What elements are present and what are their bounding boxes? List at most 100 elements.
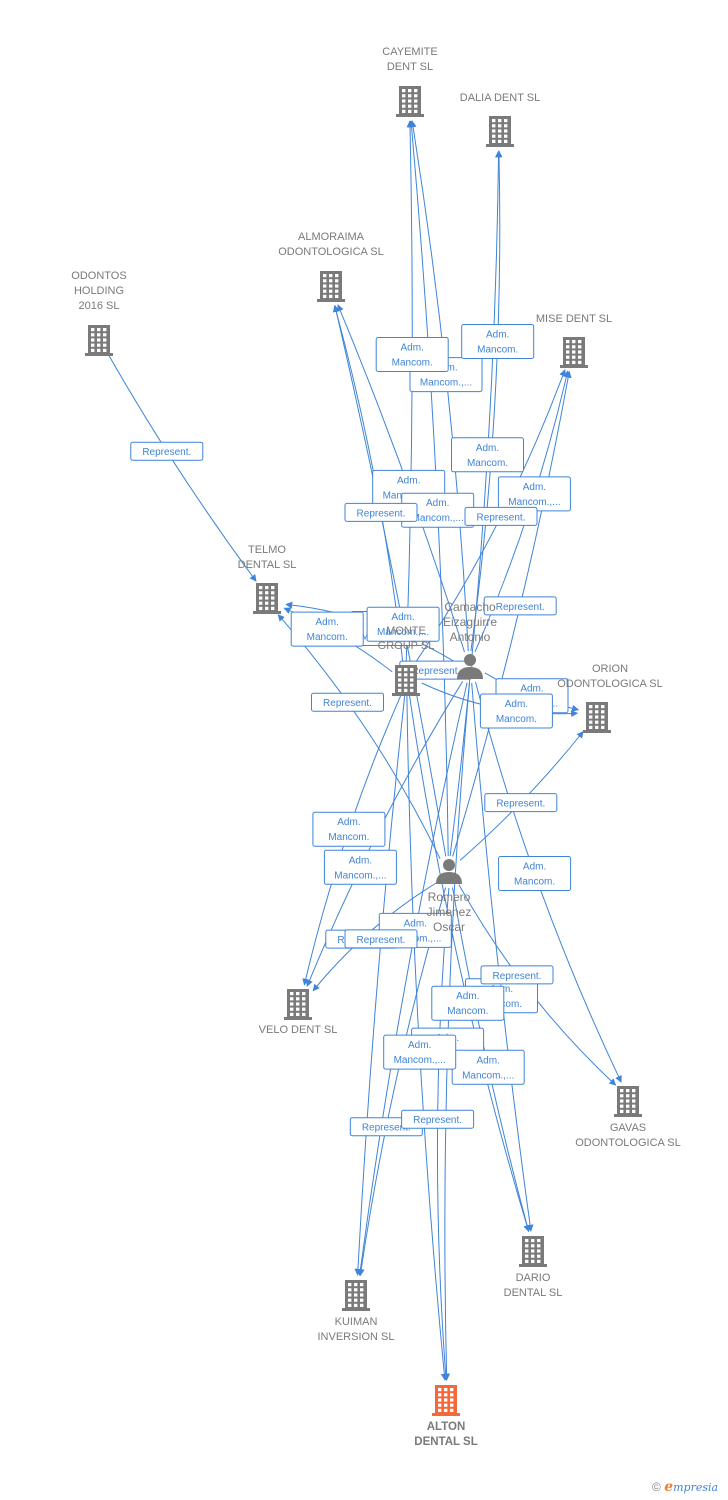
company-building-icon [614,1086,642,1117]
building-window [498,124,502,128]
building-window [408,89,412,93]
edge-label-box [484,793,558,813]
edge-label-monte-to-mise[interactable]: Represent. [464,506,538,526]
edge-label-romero-to-telmo[interactable]: Represent. [311,692,384,712]
building-window [444,1398,448,1402]
building-base [583,730,611,733]
edge-romero-to-dalia [449,150,503,857]
empresia-logo[interactable]: empresia [664,1479,718,1495]
company-node-odontos[interactable]: ODONTOS HOLDING 2016 SL [71,270,127,356]
edge-label-text: Mancom.,... [420,378,472,389]
edge-label-romero-to-alton[interactable]: Represent. [401,1109,475,1129]
building-window [91,338,95,342]
edge-label-text: Represent. [357,935,406,946]
building-window [626,1099,630,1103]
edge-label-romero-to-mise[interactable]: Represent. [483,596,557,616]
edge-label-monte-to-dario[interactable]: Adm.Mancom. [431,985,505,1021]
building-window [360,1283,364,1287]
building-window [626,1109,630,1113]
edge-label-camacho-to-gavas[interactable]: Adm.Mancom. [498,856,572,891]
edge-label-monte-to-velo[interactable]: Adm.Mancom. [312,811,386,847]
edge-label-text: Adm. [408,1040,431,1051]
edge-label-box [479,693,553,729]
edge-label-text: Mancom. [447,1006,488,1017]
company-label: DENTAL SL [238,559,297,571]
edge-label-camacho-to-mise[interactable]: Adm.Mancom.,... [497,476,571,512]
edge-label-monte-to-cayemite[interactable]: Adm.Mancom. [375,337,449,372]
edge-label-box [130,441,204,461]
company-node-mise[interactable]: MISE DENT SL [536,313,612,368]
company-label: ODONTOS [71,270,126,282]
edge-label-text: Adm. [349,855,372,866]
edge-label-romero-to-gavas[interactable]: Represent. [480,965,554,985]
edge-label-text: Mancom. [514,877,555,888]
edge-label-text: Adm. [477,1055,500,1066]
edge-label-monte-to-almoraima[interactable]: Represent. [344,502,418,522]
building-window [290,1007,294,1011]
building-window [620,1089,624,1093]
building-window [404,673,408,677]
building-window [271,601,275,605]
company-label: KUIMAN [335,1316,378,1328]
building-window [402,99,406,103]
building-window [450,1408,454,1412]
company-label: 2016 SL [79,300,120,312]
building-window [595,720,599,724]
edge-label-romero-to-dalia[interactable]: Adm.Mancom. [451,437,524,473]
building-window [632,1094,636,1098]
edge-label-odontos-to-telmo[interactable]: Represent. [130,441,204,461]
building-base [519,1264,547,1267]
building-window [438,1393,442,1397]
building-window [492,129,496,133]
building-window [525,1254,529,1258]
building-window [589,710,593,714]
building-window [404,668,408,672]
company-building-icon [253,583,281,614]
building-window [450,1398,454,1402]
edge-label-camacho-to-velo[interactable]: Adm.Mancom.,... [323,849,397,885]
edge-label-romero-to-dario[interactable]: Adm.Mancom.,... [451,1049,525,1085]
edge-label-box [383,1034,457,1070]
edge-label-box [480,965,554,985]
building-window [290,997,294,1001]
edge-label-monte-to-telmo[interactable]: Adm.Mancom. [290,611,364,647]
building-window [504,139,508,143]
person-label: Romero [428,890,471,904]
building-window [438,1388,442,1392]
edge-label-monte-to-alton[interactable]: Adm.Mancom.,... [383,1034,457,1070]
building-window [265,586,269,590]
building-window [103,328,107,332]
edge-label-romero-to-almoraima[interactable]: Adm.Mancom.,... [366,606,440,642]
edge-label-monte-to-orion[interactable]: Adm.Mancom. [479,693,553,729]
building-window [348,1288,352,1292]
company-label: HOLDING [74,285,124,297]
company-node-dalia[interactable]: DALIA DENT SL [460,92,541,147]
building-window [589,725,593,729]
building-window [620,1104,624,1108]
edge-label-romero-to-orion[interactable]: Represent. [484,793,558,813]
building-window [504,129,508,133]
edge-label-camacho-to-dalia[interactable]: Adm.Mancom. [461,324,535,359]
building-window [265,601,269,605]
building-window [402,94,406,98]
building-window [335,289,339,293]
edge-label-box [401,1109,475,1129]
edge-label-monte-to-kuiman[interactable]: Represent. [344,929,418,949]
building-window [601,725,605,729]
building-window [259,596,263,600]
edges-layer [107,120,622,1381]
company-node-velo[interactable]: VELO DENT SL [259,989,338,1036]
edge-label-text: Mancom.,... [412,513,464,524]
building-window [414,109,418,113]
